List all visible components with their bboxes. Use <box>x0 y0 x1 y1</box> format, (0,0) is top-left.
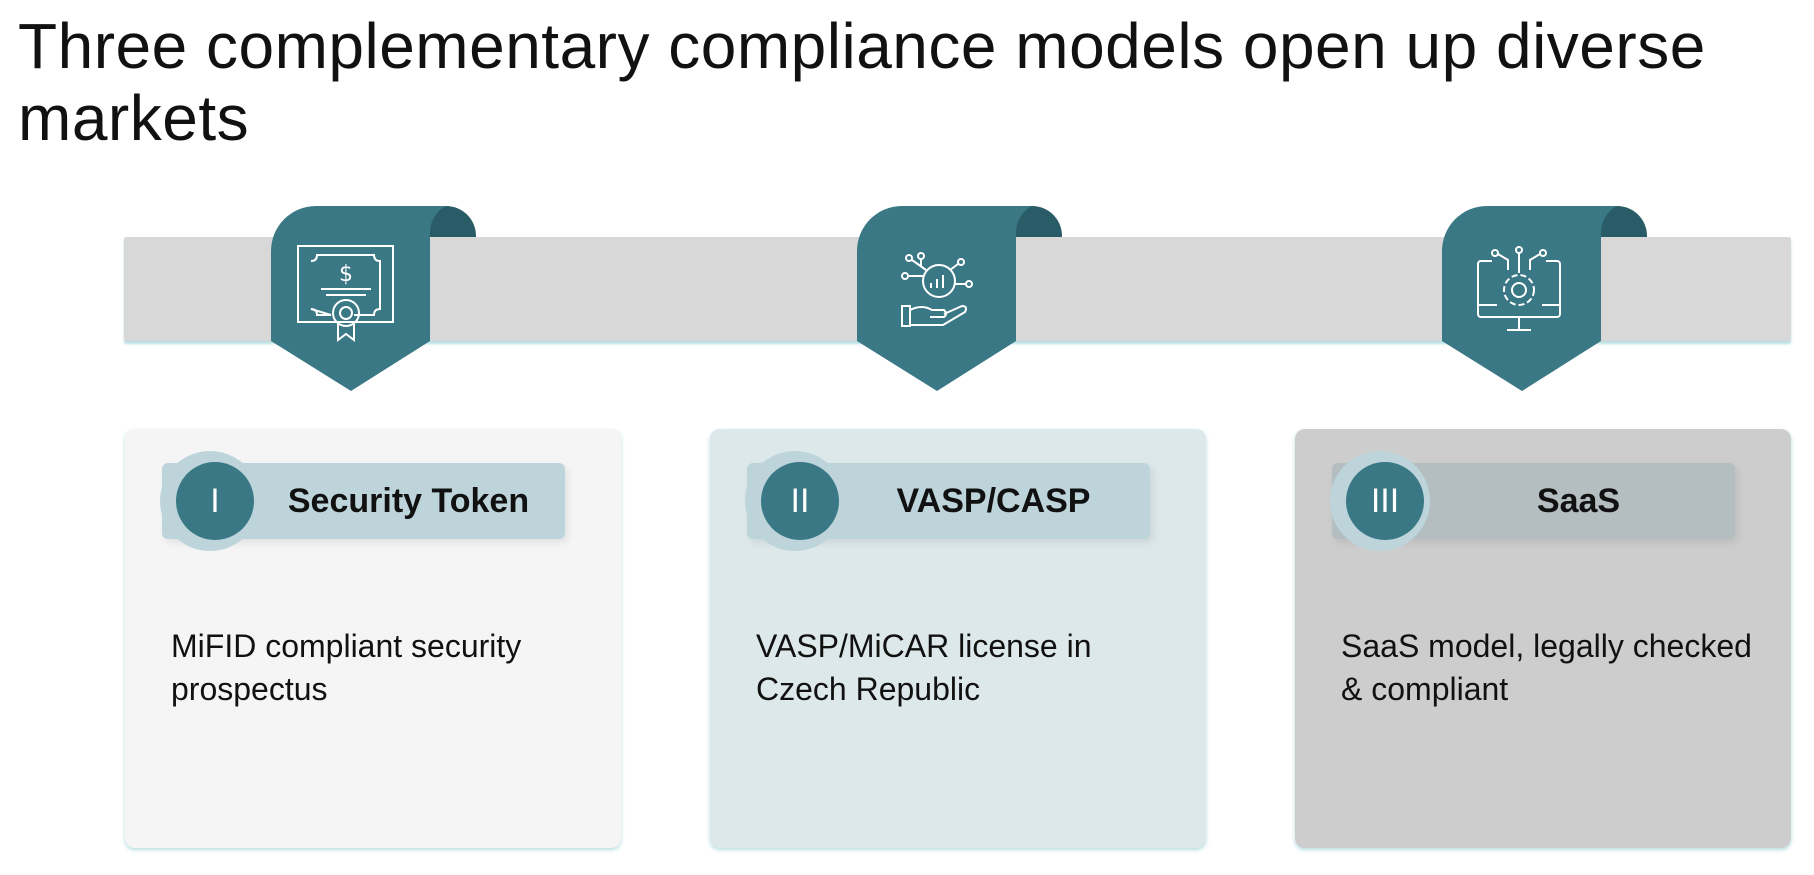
model-description: MiFID compliant security prospectus <box>171 628 522 707</box>
slide-title: Three complementary compliance models op… <box>18 10 1706 154</box>
hand-chart-icon <box>901 252 973 327</box>
model-description: VASP/MiCAR license in Czech Republic <box>756 628 1092 707</box>
numeral-ring: II <box>745 451 845 551</box>
ribbon-2 <box>857 206 1062 391</box>
certificate-icon: $ <box>297 245 394 342</box>
model-header-pill: III SaaS <box>1330 451 1735 551</box>
numeral-ring: III <box>1330 451 1430 551</box>
model-header-pill: II VASP/CASP <box>745 451 1150 551</box>
numeral-badge: III <box>1346 462 1424 540</box>
ribbon-1: $ <box>271 206 476 391</box>
numeral-ring: I <box>160 451 260 551</box>
svg-text:$: $ <box>339 262 353 287</box>
model-label: SaaS <box>1536 482 1621 520</box>
model-card-security-token: I Security Token MiFID compliant securit… <box>125 429 621 848</box>
model-header-pill: I Security Token <box>160 451 565 551</box>
ribbon-3 <box>1442 206 1647 391</box>
model-label: Security Token <box>287 482 530 520</box>
model-card-vasp-casp: II VASP/CASP VASP/MiCAR license in Czech… <box>710 429 1206 848</box>
monitor-gear-icon <box>1477 246 1561 331</box>
numeral-badge: I <box>176 462 254 540</box>
model-card-saas: III SaaS SaaS model, legally checked & c… <box>1295 429 1791 848</box>
model-description: SaaS model, legally checked & compliant <box>1341 628 1752 707</box>
numeral-badge: II <box>761 462 839 540</box>
model-label: VASP/CASP <box>896 482 1091 520</box>
